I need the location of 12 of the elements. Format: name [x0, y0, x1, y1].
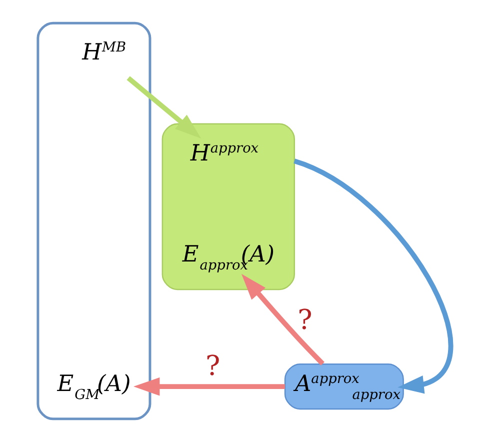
edge-label: ?	[298, 304, 312, 336]
node-text: E$_{approx}$(A)	[182, 241, 274, 274]
node-text: H$^{approx}$	[190, 140, 259, 166]
node-text: H$^{MB}$	[82, 40, 126, 66]
node-text: E$_{GM}$(A)	[57, 370, 131, 403]
arrow	[241, 274, 324, 366]
arrow	[133, 377, 285, 396]
cluster	[36, 22, 152, 420]
cluster	[162, 123, 295, 290]
edge-label: ?	[205, 350, 220, 382]
arrow	[293, 158, 454, 394]
arrow	[126, 76, 202, 139]
